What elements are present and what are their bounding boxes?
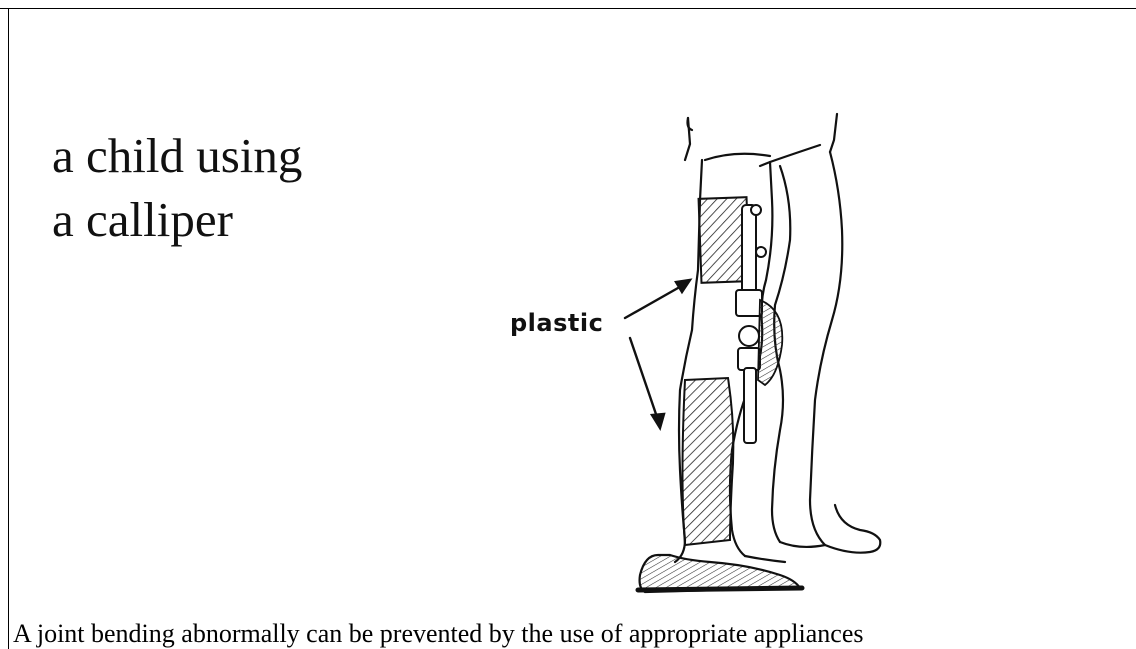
frame-left-border (8, 8, 9, 649)
figure-heading: a child using a calliper (52, 124, 302, 252)
shorts-outline (685, 114, 837, 166)
knee-pad (758, 300, 782, 385)
heading-line-2: a calliper (52, 188, 302, 252)
back-leg (772, 152, 880, 553)
shin-cuff (683, 378, 734, 545)
caption-text: A joint bending abnormally can be preven… (13, 618, 864, 649)
heading-line-1: a child using (52, 124, 302, 188)
frame-top-border (0, 8, 1136, 9)
plastic-label: plastic (510, 309, 603, 337)
legs-with-calliper-drawing (480, 100, 900, 620)
calliper-illustration (480, 100, 900, 620)
